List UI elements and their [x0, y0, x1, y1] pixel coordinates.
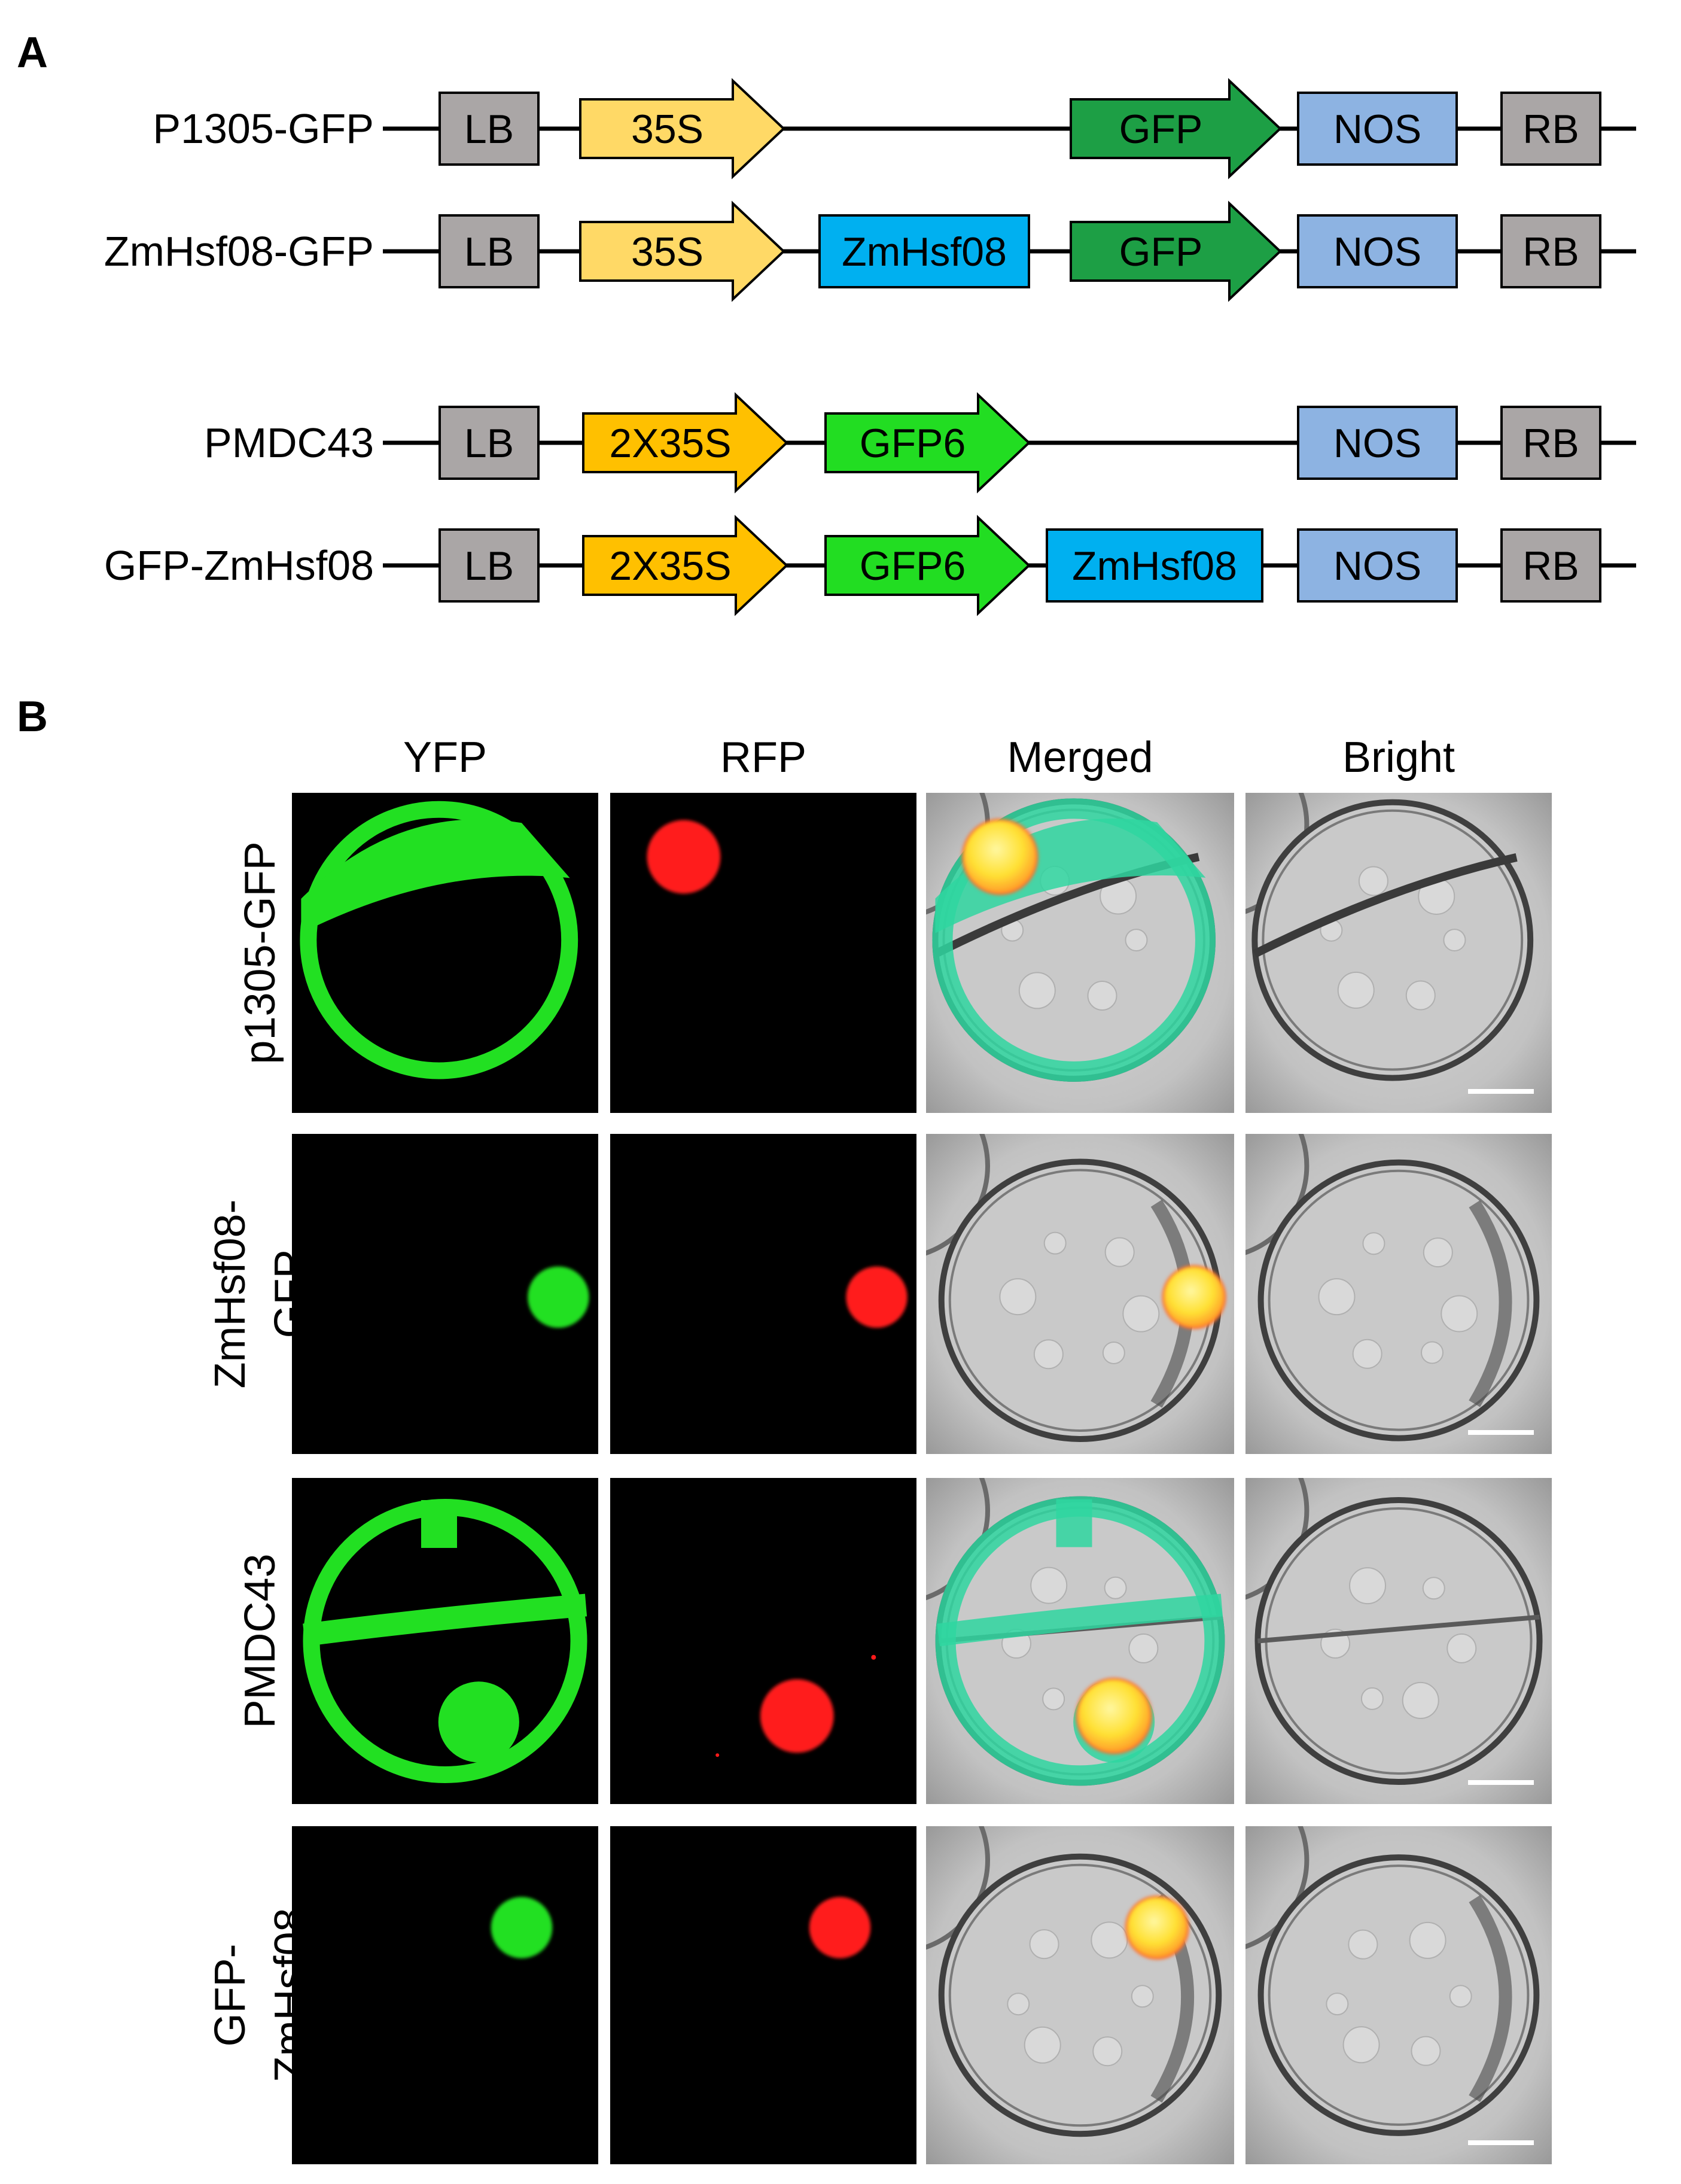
image-zmhsf08-gfp-bright: [1245, 1134, 1552, 1454]
panel-b-letter: B: [17, 693, 48, 741]
element-label: LB: [464, 543, 514, 589]
column-header-bright: Bright: [1342, 734, 1455, 781]
construct-p1305-gfp: P1305-GFP LB 35S GFP NOS RB: [153, 78, 1636, 180]
scale-bar: [1468, 1780, 1534, 1785]
row-label-line: GFP-: [206, 1944, 254, 2047]
arrow-gfp: GFP: [1070, 78, 1282, 180]
column-headers: YFP RFP Merged Bright: [403, 734, 1455, 781]
column-header-yfp: YFP: [403, 734, 487, 781]
box-nos: NOS: [1297, 214, 1458, 288]
element-label: GFP6: [860, 421, 966, 466]
arrow-35s: 35S: [579, 78, 785, 180]
element-label: GFP: [1119, 229, 1203, 275]
element-label: 2X35S: [609, 421, 731, 466]
image-pmdc43-yfp: [292, 1478, 598, 1804]
construct-pmdc43: PMDC43 LB 2X35S GFP6 NOS RB: [204, 392, 1636, 494]
element-label: ZmHsf08: [1072, 543, 1237, 589]
image-zmhsf08-gfp-yfp: [292, 1134, 598, 1454]
arrow-gfp6: GFP6: [824, 515, 1031, 616]
image-gfp-zmhsf08-bright: [1245, 1826, 1552, 2164]
box-rb: RB: [1500, 92, 1601, 166]
element-label: LB: [464, 421, 514, 466]
construct-name: PMDC43: [204, 419, 374, 466]
arrow-2x35s: 2X35S: [582, 515, 788, 616]
arrow-gfp: GFP: [1070, 200, 1282, 302]
construct-zmhsf08-gfp: ZmHsf08-GFP LB 35S ZmHsf08 GFP NOS RB: [104, 200, 1636, 302]
image-p1305-gfp-yfp: [292, 793, 598, 1113]
panel-a-letter: A: [17, 29, 48, 77]
column-header-merged: Merged: [1007, 734, 1153, 781]
image-gfp-zmhsf08-rfp: [610, 1826, 916, 2164]
element-label: NOS: [1333, 421, 1421, 466]
scale-bar: [1468, 1430, 1534, 1435]
image-gfp-zmhsf08-merged: [926, 1826, 1234, 2164]
element-label: LB: [464, 229, 514, 275]
image-p1305-gfp-rfp: [610, 793, 916, 1113]
scale-bar: [1468, 1089, 1534, 1094]
element-label: GFP: [1119, 107, 1203, 152]
row-label-p1305-gfp: p1305-GFP: [236, 841, 284, 1064]
row-label-line: ZmHsf08-: [206, 1199, 254, 1388]
column-header-rfp: RFP: [720, 734, 806, 781]
element-label: NOS: [1333, 543, 1421, 589]
box-rb: RB: [1500, 406, 1601, 480]
element-label: RB: [1522, 229, 1579, 275]
element-label: RB: [1522, 421, 1579, 466]
element-label: 2X35S: [609, 543, 731, 589]
box-lb: LB: [438, 92, 540, 166]
element-label: RB: [1522, 107, 1579, 152]
box-zmhsf08: ZmHsf08: [1046, 528, 1263, 603]
element-label: 35S: [631, 107, 704, 152]
element-label: GFP6: [860, 543, 966, 589]
row-label-pmdc43: PMDC43: [236, 1553, 284, 1728]
box-nos: NOS: [1297, 528, 1458, 603]
image-gfp-zmhsf08-yfp: [292, 1826, 598, 2164]
element-label: NOS: [1333, 107, 1421, 152]
image-p1305-gfp-bright: [1245, 793, 1552, 1113]
construct-name: ZmHsf08-GFP: [104, 228, 374, 275]
box-nos: NOS: [1297, 406, 1458, 480]
image-pmdc43-rfp: [610, 1478, 916, 1804]
element-label: ZmHsf08: [842, 229, 1007, 275]
element-label: NOS: [1333, 229, 1421, 275]
construct-name: GFP-ZmHsf08: [104, 542, 374, 589]
box-nos: NOS: [1297, 92, 1458, 166]
row-label-line: PMDC43: [236, 1553, 284, 1728]
image-pmdc43-merged: [926, 1478, 1234, 1804]
box-lb: LB: [438, 406, 540, 480]
construct-gfp-zmhsf08: GFP-ZmHsf08 LB 2X35S GFP6 ZmHsf08 NOS RB: [104, 515, 1636, 616]
box-zmhsf08: ZmHsf08: [818, 214, 1030, 288]
element-label: RB: [1522, 543, 1579, 589]
construct-name: P1305-GFP: [153, 105, 374, 152]
image-p1305-gfp-merged: [926, 793, 1234, 1113]
image-pmdc43-bright: [1245, 1478, 1552, 1804]
box-lb: LB: [438, 214, 540, 288]
arrow-2x35s: 2X35S: [582, 392, 788, 494]
row-label-line: p1305-GFP: [236, 841, 284, 1064]
image-zmhsf08-gfp-merged: [926, 1134, 1234, 1454]
box-lb: LB: [438, 528, 540, 603]
arrow-35s: 35S: [579, 200, 785, 302]
element-label: LB: [464, 107, 514, 152]
box-rb: RB: [1500, 528, 1601, 603]
microscopy-grid: [292, 793, 1552, 2164]
box-rb: RB: [1500, 214, 1601, 288]
element-label: 35S: [631, 229, 704, 275]
scale-bar: [1468, 2140, 1534, 2145]
image-zmhsf08-gfp-rfp: [610, 1134, 916, 1454]
arrow-gfp6: GFP6: [824, 392, 1031, 494]
